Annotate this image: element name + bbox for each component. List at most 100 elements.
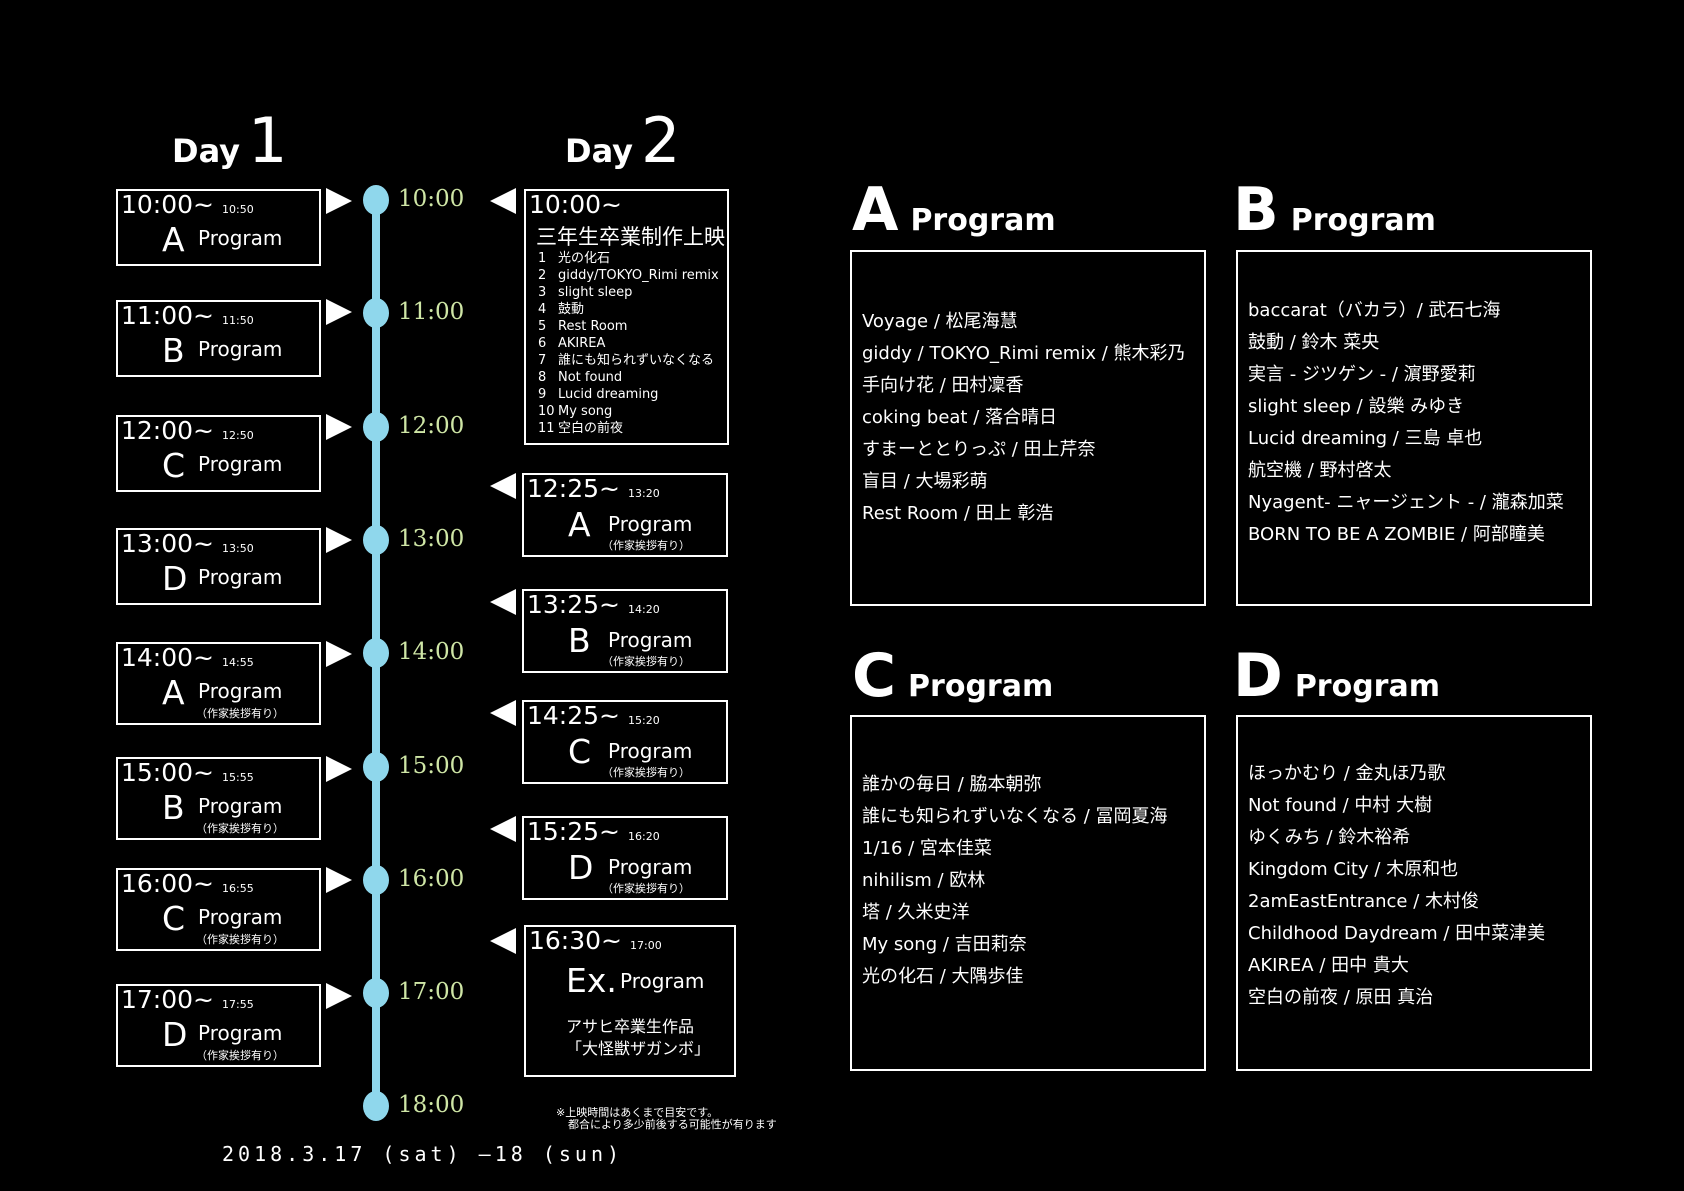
event-date: 2018.3.17 (sat) ―18 (sun): [222, 1142, 624, 1166]
footnote: ※上映時間はあくまで目安です。 都合により多少前後する可能性が有ります: [556, 1107, 777, 1131]
slot-start-time: 15:25~16:20: [527, 817, 660, 846]
slot-start: 15:25~: [527, 817, 620, 846]
slot-program: Program: [608, 628, 693, 652]
arrow-left-icon: [490, 589, 516, 615]
program-c-entry: 光の化石 / 大隅歩佳: [862, 966, 1024, 987]
slot-program: Program: [608, 855, 693, 879]
graduation-item-title: slight sleep: [558, 285, 633, 300]
timeline-time: 15:00: [398, 752, 465, 779]
program-c-entry: My song / 吉田莉奈: [862, 934, 1027, 955]
ex-start: 16:30~: [529, 926, 622, 955]
slot-start-time: 10:00~10:50: [121, 190, 254, 219]
slot-program: Program: [198, 679, 283, 703]
slot-note: （作家挨拶有り）: [196, 822, 284, 835]
slot-program: Program: [198, 905, 283, 929]
slot-letter: C: [568, 732, 592, 771]
graduation-item-number: 10: [538, 404, 555, 419]
slot-start: 12:00~: [121, 416, 214, 445]
program-a-entry: coking beat / 落合晴日: [862, 407, 1057, 428]
slot-end: 11:50: [222, 314, 254, 327]
arrow-right-icon: [326, 983, 352, 1009]
footnote-line2: 都合により多少前後する可能性が有ります: [568, 1118, 777, 1131]
slot-start-time: 14:00~14:55: [121, 643, 254, 672]
slot-letter: B: [162, 331, 185, 370]
slot-program: Program: [608, 512, 693, 536]
day1-label: Day: [172, 132, 241, 170]
timeline-time: 10:00: [398, 186, 465, 212]
graduation-item-title: 空白の前夜: [558, 421, 624, 436]
program-c-label: Program: [908, 669, 1054, 704]
graduation-item-title: AKIREA: [558, 336, 606, 351]
slot-letter: D: [162, 1015, 188, 1054]
slot-program: Program: [198, 1021, 283, 1045]
ex-description: アサヒ卒業生作品 「大怪獣ザガンボ」: [566, 1016, 710, 1060]
slot-program: Program: [620, 969, 705, 993]
program-b-entry: baccarat（バカラ）/ 武石七海: [1248, 300, 1501, 321]
timeline-dot: [363, 638, 389, 669]
program-a-entry: Rest Room / 田上 彰浩: [862, 503, 1054, 524]
program-b-entry: BORN TO BE A ZOMBIE / 阿部瞳美: [1248, 524, 1545, 545]
timeline-dot: [363, 751, 389, 782]
program-a-label: Program: [910, 203, 1056, 238]
slot-start-time: 13:00~13:50: [121, 529, 254, 558]
slot-letter: A: [162, 220, 185, 259]
slot-end: 16:55: [222, 882, 254, 895]
slot-start-time: 16:00~16:55: [121, 869, 254, 898]
graduation-item-number: 4: [538, 302, 547, 317]
slot-program: Program: [198, 794, 283, 818]
slot-start-time: 14:25~ 15:20: [527, 701, 660, 730]
slot-start-time: 15:00~15:55: [121, 758, 254, 787]
program-a-entry: Voyage / 松尾海慧: [862, 311, 1018, 332]
program-c-entry: nihilism / 欧林: [862, 870, 986, 891]
program-b-entry: 実言 - ジツゲン - / 濵野愛莉: [1248, 364, 1476, 385]
graduation-item-number: 1: [538, 251, 547, 266]
timeline-time: 16:00: [398, 865, 465, 892]
timeline-time: 17:00: [398, 979, 465, 1006]
program-b-entry: Lucid dreaming / 三島 卓也: [1248, 428, 1483, 449]
slot-end: 14:55: [222, 656, 254, 669]
day1-number: 1: [248, 104, 288, 177]
slot-end: 15:20: [628, 714, 660, 727]
program-d-entry: ゆくみち / 鈴木裕希: [1248, 827, 1411, 848]
graduation-item-number: 8: [538, 370, 547, 385]
slot-end: 13:20: [628, 487, 660, 500]
program-a-list: Voyage / 松尾海慧 giddy / TOKYO_Rimi remix / …: [862, 306, 1185, 530]
slot-start: 12:25~: [527, 474, 620, 503]
arrow-left-icon: [490, 928, 516, 954]
timeline-dot: [363, 298, 389, 329]
program-b-label: Program: [1290, 203, 1436, 238]
program-b-list: baccarat（バカラ）/ 武石七海鼓動 / 鈴木 菜央実言 - ジツゲン -…: [1248, 295, 1564, 551]
program-a-entry: giddy / TOKYO_Rimi remix / 熊木彩乃: [862, 343, 1186, 364]
program-b-letter: B: [1233, 175, 1279, 245]
program-d-entry: Kingdom City / 木原和也: [1248, 859, 1459, 880]
day2-slot-ex: 16:30~17:00 Ex. Program アサヒ卒業生作品 「大怪獣ザガン…: [524, 925, 736, 1077]
arrow-right-icon: [326, 188, 352, 214]
day2-label: Day: [565, 132, 634, 170]
slot-start-time: 11:00~11:50: [121, 301, 254, 330]
program-d-letter: D: [1233, 641, 1283, 711]
program-c-entry: 塔 / 久米史洋: [862, 902, 970, 923]
slot-note: （作家挨拶有り）: [602, 539, 690, 552]
slot-start: 14:25~: [527, 701, 620, 730]
timeline-dot: [363, 1091, 389, 1122]
arrow-right-icon: [326, 641, 352, 667]
slot-end: 17:55: [222, 998, 254, 1011]
slot-title: 三年生卒業制作上映: [536, 225, 725, 249]
graduation-item-title: Not found: [558, 370, 623, 385]
